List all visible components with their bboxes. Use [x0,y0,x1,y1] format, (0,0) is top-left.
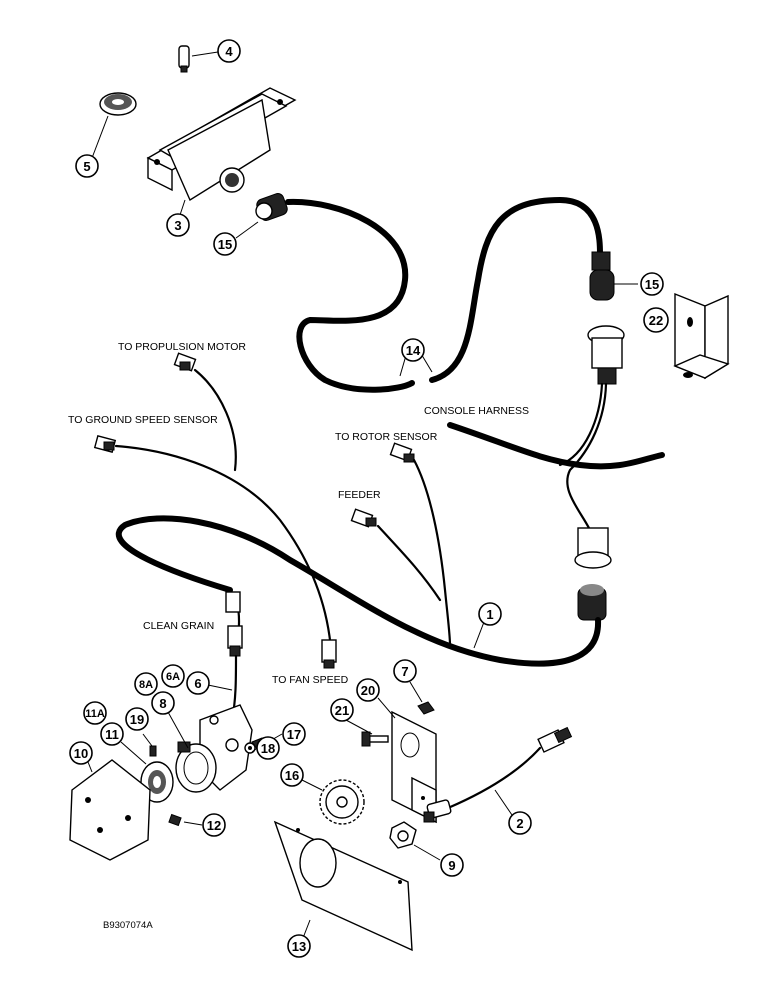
callout-17: 17 [287,727,301,742]
part-19-setscrew [149,745,157,757]
clean-grain-connector [225,591,243,657]
callout-7: 7 [401,664,408,679]
part-20-bracket [391,710,437,824]
callout-20: 20 [361,683,375,698]
label-ground-speed: TO GROUND SPEED SENSOR [68,414,218,426]
callout-15-upper: 15 [218,237,232,252]
console-connector-upper [587,325,625,385]
part-8-clamp [175,741,217,793]
callout-5: 5 [83,159,90,174]
callout-22: 22 [649,313,663,328]
part-4-bulb [178,45,190,73]
callout-6a: 6A [166,671,180,683]
part-9-nut [389,821,417,849]
cable-14-upper [285,198,415,393]
console-connector-lower [574,527,612,621]
callout-12: 12 [207,818,221,833]
callout-18: 18 [261,741,275,756]
callout-21: 21 [335,703,349,718]
part-10-plate [69,759,151,861]
callout-11a: 11A [85,708,105,720]
label-rotor-sensor: TO ROTOR SENSOR [335,431,438,443]
callout-15-right: 15 [645,277,659,292]
part-13-cover-plate [273,820,413,952]
label-fan-speed: TO FAN SPEED [272,674,349,686]
callout-3: 3 [174,218,181,233]
part-16-sprocket [319,779,365,825]
callout-13: 13 [292,939,306,954]
part-5-knob [99,92,137,116]
label-clean-grain: CLEAN GRAIN [143,620,214,632]
part-3-control-module [146,87,297,202]
label-propulsion: TO PROPULSION MOTOR [118,341,246,353]
part-21-bolt [361,731,389,747]
main-harness-1 [115,515,602,667]
part-12-bolt [168,813,182,827]
fan-speed-connector [321,639,337,669]
part-18-washer [244,742,256,754]
callout-19: 19 [130,712,144,727]
rotor-sensor-connector [389,442,415,463]
callout-11: 11 [105,727,119,742]
label-console-harness: CONSOLE HARNESS [424,405,529,417]
part-22-bracket [673,292,730,380]
feeder-connector [350,508,377,528]
ground-speed-connector [93,435,117,453]
callout-1: 1 [486,607,493,622]
drawing-id: B9307074A [103,920,153,931]
part-2-speed-sensor [423,726,573,823]
callout-2: 2 [516,816,523,831]
console-harness-cable [447,422,665,470]
callout-8a: 8A [139,679,153,691]
callout-8: 8 [159,696,166,711]
callout-4: 4 [225,44,233,59]
part-7-nut [417,701,435,715]
callout-16: 16 [285,768,299,783]
propulsion-connector [173,352,197,372]
callout-14: 14 [406,343,421,358]
part-15-connector-right [589,251,615,301]
callout-6: 6 [194,676,201,691]
callout-10: 10 [74,746,88,761]
label-feeder: FEEDER [338,489,381,501]
part-15-connector-upper [255,193,288,221]
cable-14-lower [429,196,603,383]
callout-9: 9 [448,858,455,873]
sensor-2-wire [446,746,542,810]
